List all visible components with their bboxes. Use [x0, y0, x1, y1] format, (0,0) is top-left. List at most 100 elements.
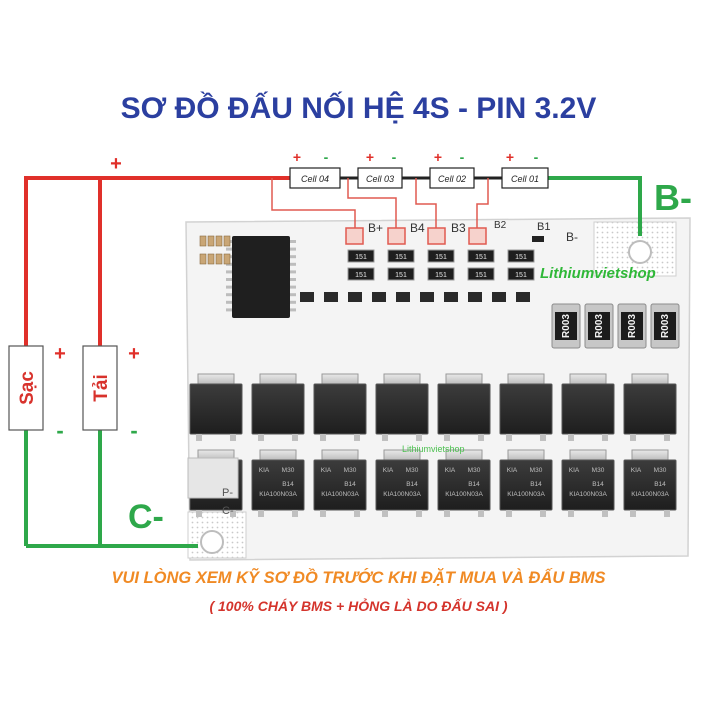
tap-wire-b3 [415, 178, 437, 228]
shunt-resistor: R003 [551, 303, 581, 349]
smd-resistor: 151 [467, 249, 495, 263]
mosfet-marking: B14 [406, 481, 418, 488]
cell-02-plus: + [434, 149, 442, 165]
cell-01: Cell 01 + - [501, 149, 549, 189]
pad-label-p-minus: P- [222, 487, 233, 499]
mosfet-marking: M30 [468, 467, 481, 474]
charger: Sạc + - [8, 343, 66, 443]
cell-02-label: Cell 02 [438, 174, 466, 184]
tap-wire-b-plus [271, 178, 356, 228]
page-title: SƠ ĐỒ ĐẤU NỐI HỆ 4S - PIN 3.2V [120, 92, 597, 125]
mosfet [189, 373, 243, 441]
smd-capacitor [223, 235, 231, 247]
positive-rail [24, 176, 316, 346]
b-minus-label: B- [654, 177, 692, 218]
cell-02-minus: - [460, 149, 465, 165]
protection-ic [226, 236, 296, 318]
shunt-resistor: R003 [650, 303, 680, 349]
smd-resistor: 151 [427, 249, 455, 263]
smd-resistor: 151 [387, 267, 415, 281]
smd-resistor: 151 [467, 267, 495, 281]
pad-label-c-minus: C- [222, 505, 234, 517]
mosfet-marking: KIA100N03A [569, 491, 607, 498]
pad-label-b2: B2 [494, 220, 507, 231]
mosfet-marking: M30 [406, 467, 419, 474]
smd-resistor: 151 [347, 267, 375, 281]
shunt-resistor-code: R003 [594, 314, 605, 338]
mosfet [313, 373, 367, 441]
pad-b3 [427, 227, 446, 245]
cell-03-label: Cell 03 [366, 174, 394, 184]
pad-b4 [387, 227, 406, 245]
mosfet-marking: KIA100N03A [321, 491, 359, 498]
smd-capacitor [199, 253, 207, 265]
cell-01-plus: + [506, 149, 514, 165]
charger-minus: - [56, 418, 63, 443]
shunt-resistor-code: R003 [627, 314, 638, 338]
mosfet-marking: M30 [282, 467, 295, 474]
wiring [24, 176, 642, 548]
mosfet [499, 373, 553, 441]
mosfet-marking: B14 [344, 481, 356, 488]
c-minus-hole [200, 530, 224, 554]
smd-transistor [324, 292, 338, 302]
shunt-resistor-code: R003 [561, 314, 572, 338]
smd-transistor [468, 292, 482, 302]
mosfet-marking: M30 [592, 467, 605, 474]
cell-03-plus: + [366, 149, 374, 165]
smd-transistor [348, 292, 362, 302]
c-minus-label: C- [128, 498, 164, 536]
tap-wire-b2 [476, 178, 489, 228]
shunt-resistor: R003 [617, 303, 647, 349]
warning-line-1: VUI LÒNG XEM KỸ SƠ ĐỒ TRƯỚC KHI ĐẶT MUA … [111, 569, 606, 587]
mosfet-marking: KIA100N03A [445, 491, 483, 498]
smd-code: 151 [435, 254, 447, 261]
smd-code: 151 [475, 254, 487, 261]
mosfet-marking: B14 [530, 481, 542, 488]
mosfet [437, 373, 491, 441]
b-minus-hole [628, 240, 652, 264]
smd-transistor [444, 292, 458, 302]
smd-capacitor [207, 253, 215, 265]
mosfet-marking: M30 [530, 467, 543, 474]
mosfet [623, 373, 677, 441]
load-minus: - [130, 418, 137, 443]
smd-transistor [492, 292, 506, 302]
shunt-resistor-code: R003 [660, 314, 671, 338]
smd-code: 151 [395, 254, 407, 261]
cell-03: Cell 03 + - [357, 149, 403, 189]
mosfet-marking: KIA [445, 467, 456, 474]
smd-transistor [516, 292, 530, 302]
shunt-resistors: R003 R003 R003 R003 [551, 303, 680, 349]
smd-capacitor [223, 253, 231, 265]
cell-04: Cell 04 + - [289, 149, 341, 189]
smd-capacitor [215, 253, 223, 265]
mosfet-marking: KIA100N03A [631, 491, 669, 498]
smd-code: 151 [475, 272, 487, 279]
mosfet [561, 373, 615, 441]
mosfet-marking: KIA [631, 467, 642, 474]
pad-label-b-minus: B- [566, 230, 578, 244]
smd-transistor [300, 292, 314, 302]
mosfet-marking: KIA100N03A [507, 491, 545, 498]
mosfet-marking: B14 [468, 481, 480, 488]
pad-b2 [468, 227, 487, 245]
mosfet-marking: KIA100N03A [259, 491, 297, 498]
warning-line-2: ( 100% CHÁY BMS + HỎNG LÀ DO ĐẤU SAI ) [209, 598, 508, 614]
cell-03-minus: - [392, 149, 397, 165]
smd-capacitor [207, 235, 215, 247]
mosfet-marking: B14 [282, 481, 294, 488]
mosfet [375, 373, 429, 441]
load: Tải + - [82, 343, 140, 443]
mosfet-marking: M30 [344, 467, 357, 474]
smd-resistor: 151 [427, 267, 455, 281]
pad-label-b3: B3 [451, 221, 466, 235]
